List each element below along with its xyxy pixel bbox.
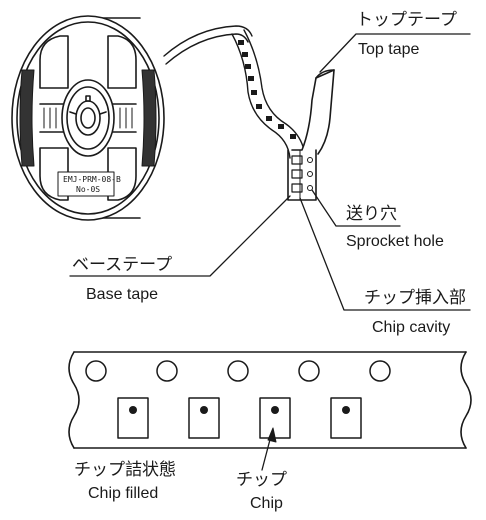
strip-chips — [129, 406, 350, 414]
chip-arrow-head — [268, 428, 276, 442]
strip-cavity — [331, 398, 361, 438]
base-tape-label-en: Base tape — [86, 287, 158, 303]
strip-chip — [342, 406, 350, 414]
strip-cavity — [260, 398, 290, 438]
top-tape-label-jp: トップテープ — [356, 12, 457, 29]
chip-label-en: Chip — [250, 496, 283, 512]
strip-chip — [129, 406, 137, 414]
chip-label-jp: チップ — [236, 472, 287, 489]
reel-label-line1: EMJ-PRM-08-B — [63, 176, 121, 184]
sprocket-hole-label-jp: 送り穴 — [346, 206, 397, 223]
strip-chip — [200, 406, 208, 414]
chip-cavity-label-jp: チップ挿入部 — [364, 290, 466, 307]
strip-chip — [271, 406, 279, 414]
strip-sprocket-hole — [299, 361, 319, 381]
top-tape-label-en: Top tape — [358, 42, 419, 58]
tape-strip-detail — [69, 352, 471, 470]
reel-label-line2: No-0S — [76, 186, 100, 194]
strip-left-break — [69, 352, 79, 448]
strip-right-break — [461, 352, 471, 448]
strip-sprocket-holes — [86, 361, 390, 381]
strip-cavities — [118, 398, 361, 438]
reel-hub — [62, 80, 114, 156]
strip-sprocket-hole — [157, 361, 177, 381]
base-tape-label-jp: ベーステープ — [72, 257, 172, 274]
chip-filled-label-en: Chip filled — [88, 486, 158, 502]
strip-cavity — [189, 398, 219, 438]
strip-sprocket-hole — [228, 361, 248, 381]
strip-cavity — [118, 398, 148, 438]
strip-sprocket-hole — [370, 361, 390, 381]
top-tape-strip — [292, 70, 334, 154]
chip-cavity-label-en: Chip cavity — [372, 320, 450, 336]
strip-sprocket-hole — [86, 361, 106, 381]
chip-filled-label-jp: チップ詰状態 — [74, 462, 176, 479]
sprocket-hole-label-en: Sprocket hole — [346, 234, 444, 250]
unwinding-tape — [164, 26, 334, 200]
tape-sprocket-holes — [308, 158, 313, 191]
